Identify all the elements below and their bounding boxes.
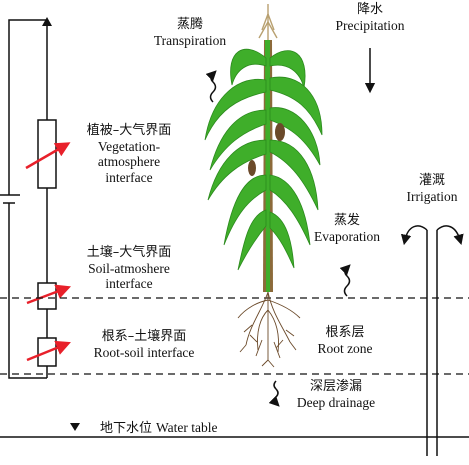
root-soil-zh: 根系–土壤界面 bbox=[101, 329, 187, 344]
root-zone-en: Root zone bbox=[317, 340, 373, 356]
circuit-wire-top bbox=[8, 19, 48, 195]
transpiration-en: Transpiration bbox=[153, 32, 227, 48]
vegetation-atmosphere-en-2: atmosphere bbox=[97, 154, 161, 170]
water-table-en: Water table bbox=[156, 420, 218, 435]
root-zone-zh: 根系层 bbox=[325, 325, 365, 340]
circuit-wire-left bbox=[8, 203, 47, 379]
deep-drainage-arrow bbox=[268, 380, 280, 407]
root-zone-label: 根系层 Root zone bbox=[300, 325, 390, 356]
transpiration-arrow bbox=[205, 70, 217, 103]
transpiration-label: 蒸腾 Transpiration bbox=[135, 17, 245, 48]
soil-atmosphere-label: 土壤–大气界面 Soil-atmoshere interface bbox=[64, 245, 194, 292]
vegetation-atmosphere-en-3: interface bbox=[105, 169, 153, 185]
irrigation-zh: 灌溉 bbox=[418, 173, 445, 188]
irrigation-en: Irrigation bbox=[406, 188, 458, 204]
water-table-label: 地下水位 Water table bbox=[100, 419, 270, 437]
vegetation-atmosphere-label: 植被–大气界面 Vegetation- atmosphere interface bbox=[64, 123, 194, 185]
deep-drainage-en: Deep drainage bbox=[296, 394, 376, 410]
transpiration-zh: 蒸腾 bbox=[176, 17, 203, 32]
evaporation-en: Evaporation bbox=[314, 228, 380, 244]
precipitation-en: Precipitation bbox=[335, 17, 405, 33]
soil-atmosphere-en-1: Soil-atmoshere bbox=[88, 260, 170, 276]
evaporation-label: 蒸发 Evaporation bbox=[300, 213, 394, 244]
soil-atmosphere-en-2: interface bbox=[105, 276, 153, 292]
variable-resistor-arrow bbox=[26, 340, 71, 362]
root-soil-en: Root-soil interface bbox=[93, 344, 195, 360]
deep-drainage-label: 深层渗漏 Deep drainage bbox=[284, 379, 388, 410]
precipitation-label: 降水 Precipitation bbox=[315, 2, 425, 33]
deep-drainage-zh: 深层渗漏 bbox=[309, 379, 362, 394]
irrigation-pipe bbox=[400, 225, 464, 456]
resistor-vegetation-atmosphere bbox=[25, 119, 71, 189]
variable-resistor-arrow bbox=[26, 284, 72, 305]
variable-resistor-arrow bbox=[25, 142, 71, 170]
circuit-arrowhead bbox=[42, 17, 52, 26]
evaporation-arrow bbox=[339, 264, 351, 297]
resistance-circuit bbox=[0, 19, 48, 379]
soil-atmosphere-zh: 土壤–大气界面 bbox=[86, 245, 172, 260]
corn-ear bbox=[248, 160, 256, 176]
corn-plant-illustration bbox=[204, 4, 323, 368]
corn-roots bbox=[237, 291, 301, 368]
irrigation-label: 灌溉 Irrigation bbox=[395, 173, 469, 204]
vegetation-atmosphere-en-1: Vegetation- bbox=[97, 138, 161, 154]
corn-ear bbox=[275, 123, 285, 141]
vegetation-atmosphere-zh: 植被–大气界面 bbox=[86, 123, 172, 138]
resistor-soil-atmosphere bbox=[26, 282, 72, 310]
water-table-marker-icon bbox=[70, 423, 80, 431]
precipitation-zh: 降水 bbox=[356, 2, 383, 17]
evaporation-zh: 蒸发 bbox=[333, 213, 360, 228]
resistor-root-soil bbox=[26, 337, 71, 367]
corn-tassel bbox=[258, 4, 278, 40]
corn-leaves bbox=[204, 48, 323, 271]
water-table-zh: 地下水位 bbox=[100, 421, 153, 436]
root-soil-label: 根系–土壤界面 Root-soil interface bbox=[64, 329, 224, 360]
